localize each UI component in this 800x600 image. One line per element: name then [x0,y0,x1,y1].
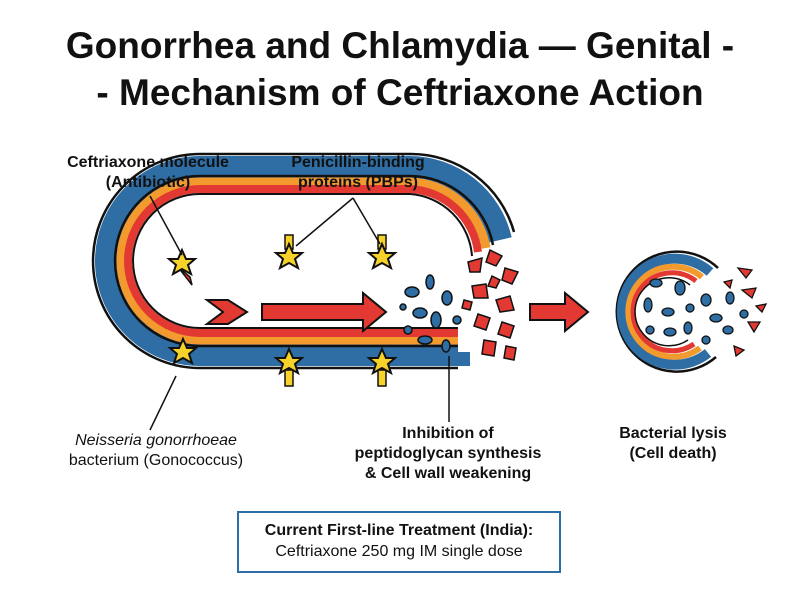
cell-fragment-icon [722,267,768,358]
label-pbp-line1: Penicillin-binding [291,154,425,171]
lysed-cell [615,250,768,373]
label-inhibition-line2: peptidoglycan synthesis [354,445,542,462]
label-bacterium-common: bacterium (Gonococcus) [68,452,244,469]
cytoplasm-blob-icon [643,278,749,345]
label-inhibition: Inhibition of peptidoglycan synthesis & … [332,424,564,484]
label-inhibition-line1: Inhibition of [402,425,494,442]
label-lysis-line1: Bacterial lysis [619,425,727,442]
ceftriaxone-star-icon [167,336,199,366]
treatment-detail: Ceftriaxone 250 mg IM single dose [275,543,523,560]
arrow-right-icon [261,290,388,334]
label-lysis: Bacterial lysis (Cell death) [598,424,748,464]
arrow-right-icon [204,299,249,325]
label-inhibition-line3: & Cell wall weakening [364,465,532,482]
arrow-right-icon [529,290,590,334]
treatment-box: Current First-line Treatment (India): Ce… [237,511,561,573]
leader-lines [149,195,450,431]
page-title: Gonorrhea and Chlamydia — Genital - - Me… [0,22,800,116]
label-ceftriaxone-line2: (Antibiotic) [105,174,191,191]
cell-wall-fragments [461,248,520,361]
ceftriaxone-star-icon [273,346,305,387]
title-line-2: - Mechanism of Ceftriaxone Action [96,72,704,113]
label-ceftriaxone-line1: Ceftriaxone molecule [67,154,229,171]
label-bacterium: Neisseria gonorrhoeae bacterium (Gonococ… [24,431,288,471]
label-bacterium-species: Neisseria gonorrhoeae [75,432,237,449]
label-pbp-line2: proteins (PBPs) [297,174,418,191]
cytoplasm-blobs [399,274,462,353]
ceftriaxone-star-icon [273,234,305,271]
label-ceftriaxone: Ceftriaxone molecule (Antibiotic) [30,153,266,193]
ceftriaxone-star-icon [166,247,198,286]
title-line-1: Gonorrhea and Chlamydia — Genital - [65,25,735,66]
ceftriaxone-star-icon [366,346,398,387]
ceftriaxone-star-icon [366,234,398,271]
label-lysis-line2: (Cell death) [629,445,717,462]
label-pbp: Penicillin-binding proteins (PBPs) [262,153,454,193]
arrows [204,290,590,334]
treatment-heading: Current First-line Treatment (India): [264,522,534,539]
ceftriaxone-stars [166,234,398,387]
bacterium [91,152,516,370]
